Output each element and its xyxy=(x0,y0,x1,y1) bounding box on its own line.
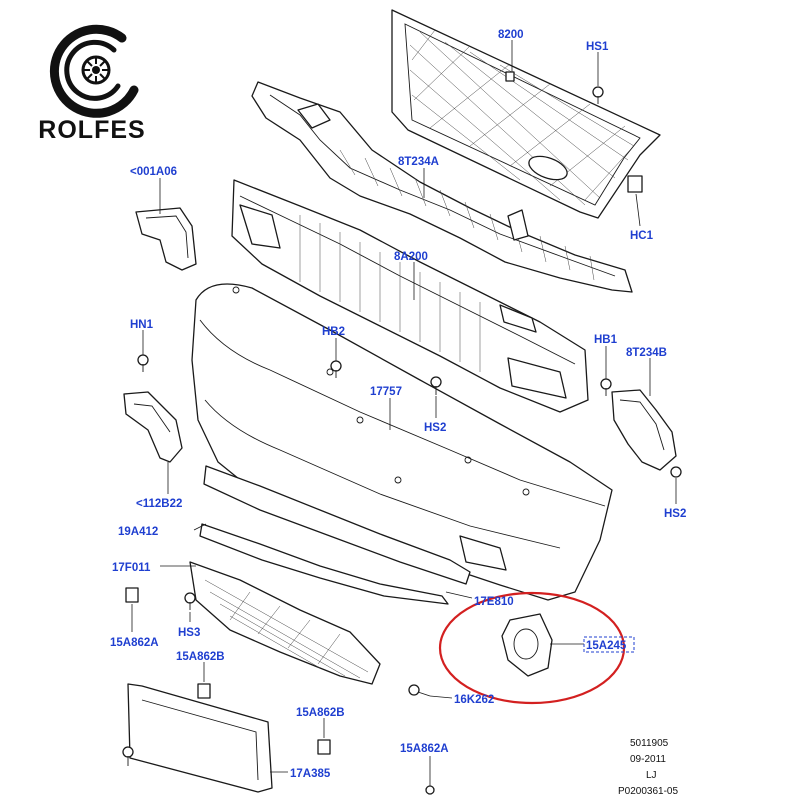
fastener-16k262 xyxy=(408,684,431,697)
grille-part xyxy=(391,9,661,219)
label-fog-surround: 17E810 xyxy=(474,596,514,608)
label-hb1: HB1 xyxy=(594,334,618,346)
label-hb2: HB2 xyxy=(322,326,345,338)
leader-lines xyxy=(131,40,677,786)
reference-date: 09-2011 xyxy=(630,754,666,765)
turbo-wheel-icon xyxy=(49,24,139,118)
label-hs3: HS3 xyxy=(178,627,200,639)
label-upper-bracket: 8T234A xyxy=(398,156,439,168)
fog-bezel-highlight xyxy=(438,591,626,705)
lower-trim-part xyxy=(199,465,471,605)
fastener-15a862a xyxy=(125,587,139,603)
label-hs2-center: HS2 xyxy=(424,422,446,434)
brand-logo: ROLFES xyxy=(22,20,162,150)
left-guide-part xyxy=(123,391,183,463)
label-hn1: HN1 xyxy=(130,319,154,331)
reference-block: 5011905 09-2011 LJ P0200361-05 xyxy=(618,738,678,797)
label-left-bracket: <001A06 xyxy=(130,166,177,178)
lower-grille-part xyxy=(189,561,381,685)
fastener-15a862b-upper xyxy=(197,683,211,699)
label-left-guide: <112B22 xyxy=(136,498,182,510)
left-bracket-part xyxy=(135,207,197,271)
fastener-hb2 xyxy=(330,360,342,378)
label-screw: 16K262 xyxy=(454,694,494,706)
part-labels: 8200 HS1 HC1 8T234A <001A06 8A200 HN1 HB… xyxy=(110,29,686,780)
label-bumper-cover: 17757 xyxy=(370,386,402,398)
fastener-hs2-center xyxy=(430,376,442,395)
label-clip-b-upper: 15A862B xyxy=(176,651,225,663)
fastener-plate-screw xyxy=(122,746,134,766)
fastener-15a862a-lower xyxy=(425,785,435,795)
label-clip-b-lower: 15A862B xyxy=(296,707,345,719)
label-side-bracket: 8T234B xyxy=(626,347,667,359)
fastener-hs2-right xyxy=(670,466,682,478)
label-hs1: HS1 xyxy=(586,41,609,53)
fastener-hn1 xyxy=(137,354,149,372)
fog-bezel-label-box xyxy=(583,636,635,653)
label-fog-bezel: 15A245 xyxy=(586,640,627,652)
fastener-hs1 xyxy=(592,86,604,104)
fastener-hs3 xyxy=(184,592,196,610)
brand-name: ROLFES xyxy=(38,116,146,144)
fasteners xyxy=(122,86,682,795)
label-clip-a: 15A862A xyxy=(110,637,159,649)
fastener-15a862b-lower xyxy=(317,739,331,755)
reference-code: 5011905 xyxy=(630,738,669,749)
label-hc1: HC1 xyxy=(630,230,654,242)
fastener-hb1 xyxy=(600,378,612,396)
side-bracket-part xyxy=(611,389,677,471)
fastener-hc1 xyxy=(627,175,643,193)
label-grille: 8200 xyxy=(498,29,524,41)
plate-bracket-part xyxy=(127,683,273,793)
reference-initials: LJ xyxy=(646,770,657,781)
reinforcement-part xyxy=(231,179,589,413)
reference-drawing-no: P0200361-05 xyxy=(618,786,678,797)
label-plate-bracket: 17A385 xyxy=(290,768,331,780)
label-reinforcement: 8A200 xyxy=(394,251,428,263)
label-lower-grille: 17F011 xyxy=(112,562,151,574)
upper-bracket-part xyxy=(251,81,633,293)
fog-bezel-part xyxy=(501,613,553,677)
label-clip-a-lower: 15A862A xyxy=(400,743,449,755)
label-lower-trim: 19A412 xyxy=(118,526,158,538)
label-hs2-right: HS2 xyxy=(664,508,686,520)
